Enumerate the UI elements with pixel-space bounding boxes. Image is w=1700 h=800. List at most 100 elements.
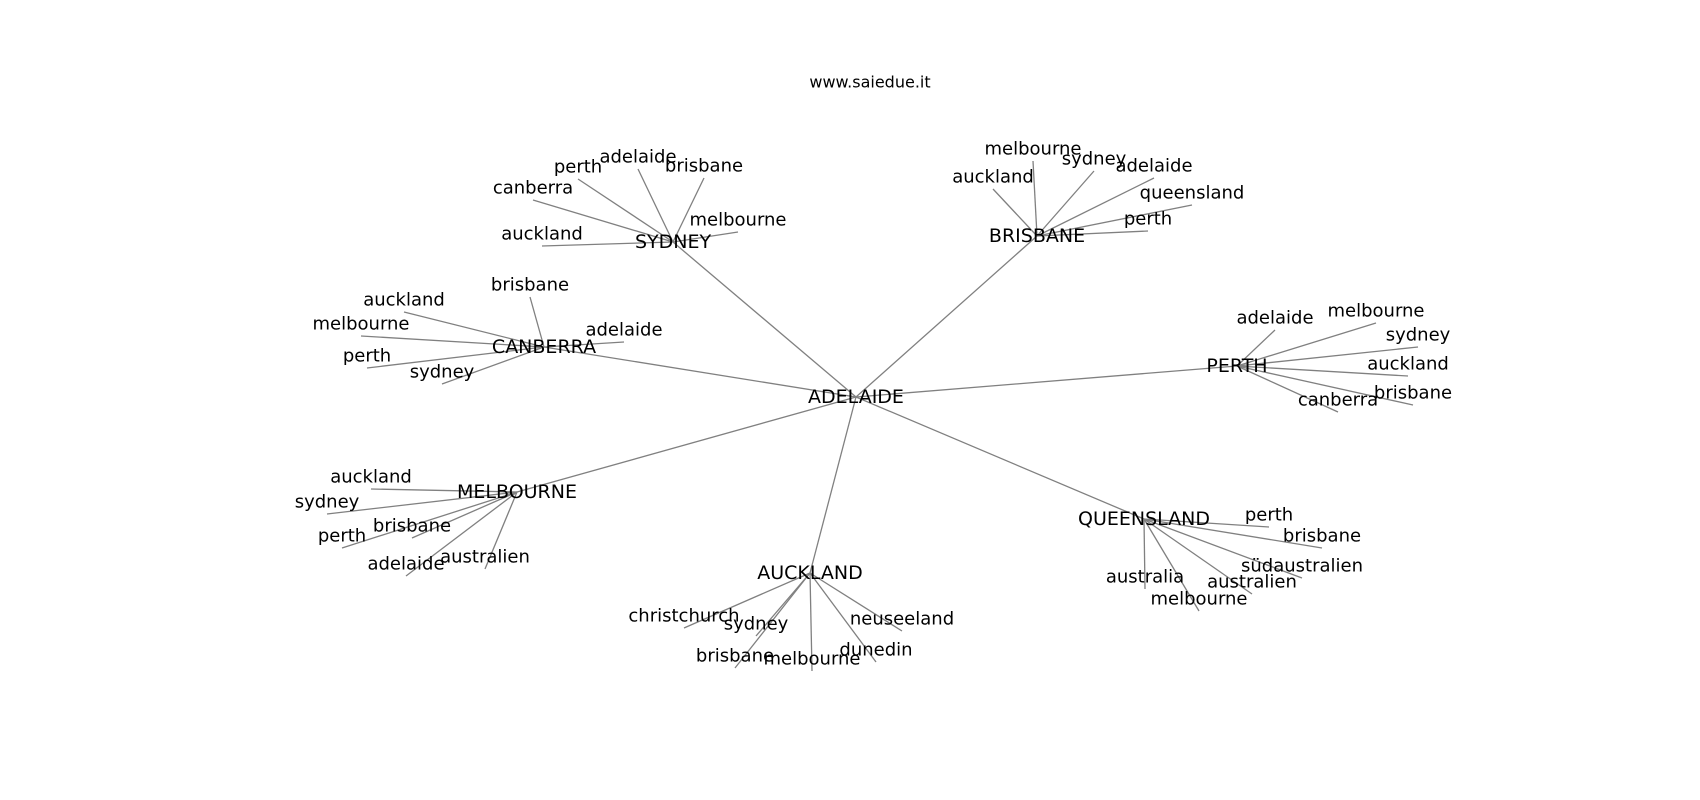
edge-perth-3 bbox=[1236, 365, 1409, 377]
edge-auckland-0 bbox=[683, 572, 811, 629]
edge-sydney-1 bbox=[532, 199, 674, 243]
edge-root-canberra bbox=[543, 346, 857, 398]
leaf-label-sydney-2: perth bbox=[554, 157, 602, 178]
edge-perth-0 bbox=[1236, 329, 1276, 367]
edge-queensland-2 bbox=[1143, 518, 1303, 579]
leaf-label-canberra-5: adelaide bbox=[585, 320, 662, 341]
leaf-label-melbourne-5: australien bbox=[440, 547, 530, 568]
edge-melbourne-0 bbox=[370, 488, 518, 493]
edge-auckland-3 bbox=[809, 572, 813, 672]
leaf-label-melbourne-0: auckland bbox=[330, 467, 412, 488]
leaf-label-sydney-1: canberra bbox=[493, 178, 573, 199]
edge-queensland-3 bbox=[1143, 518, 1253, 595]
leaf-label-brisbane-1: melbourne bbox=[984, 139, 1081, 160]
leaf-label-sydney-4: brisbane bbox=[665, 156, 743, 177]
edge-melbourne-4 bbox=[405, 491, 518, 577]
edge-queensland-0 bbox=[1143, 518, 1270, 528]
edge-sydney-2 bbox=[577, 178, 674, 243]
leaf-label-canberra-3: sydney bbox=[410, 362, 475, 383]
edge-root-auckland bbox=[809, 396, 857, 574]
leaf-label-brisbane-5: perth bbox=[1124, 209, 1172, 230]
edge-brisbane-3 bbox=[1036, 177, 1155, 237]
edge-canberra-3 bbox=[441, 346, 545, 385]
leaf-label-auckland-2: brisbane bbox=[696, 646, 774, 667]
edge-sydney-0 bbox=[541, 241, 674, 247]
edge-canberra-4 bbox=[529, 296, 545, 348]
leaf-label-auckland-4: dunedin bbox=[839, 640, 912, 661]
hub-label-canberra: CANBERRA bbox=[492, 336, 596, 358]
leaf-label-sydney-3: adelaide bbox=[599, 147, 676, 168]
edge-root-brisbane bbox=[855, 235, 1038, 398]
leaf-label-sydney-0: auckland bbox=[501, 224, 583, 245]
edge-perth-2 bbox=[1236, 346, 1419, 367]
edge-perth-1 bbox=[1236, 322, 1377, 367]
node-labels: aucklandcanberraperthadelaidebrisbanemel… bbox=[295, 139, 1452, 670]
leaf-label-melbourne-4: adelaide bbox=[367, 554, 444, 575]
leaf-label-perth-0: adelaide bbox=[1236, 308, 1313, 329]
leaf-label-auckland-5: neuseeland bbox=[850, 609, 954, 630]
leaf-label-perth-2: sydney bbox=[1386, 325, 1451, 346]
edge-canberra-0 bbox=[403, 311, 545, 348]
edge-brisbane-4 bbox=[1036, 204, 1193, 237]
edge-brisbane-5 bbox=[1036, 230, 1149, 237]
edge-canberra-5 bbox=[543, 341, 625, 348]
hub-label-brisbane: BRISBANE bbox=[989, 225, 1085, 247]
edge-melbourne-5 bbox=[484, 491, 518, 570]
leaf-label-queensland-2: südaustralien bbox=[1241, 556, 1363, 577]
leaf-label-melbourne-3: brisbane bbox=[373, 516, 451, 537]
leaf-label-auckland-1: sydney bbox=[724, 614, 789, 635]
leaf-label-brisbane-2: sydney bbox=[1062, 149, 1127, 170]
edge-canberra-2 bbox=[366, 346, 545, 369]
edge-root-melbourne bbox=[516, 396, 857, 493]
edge-auckland-2 bbox=[734, 572, 811, 669]
edge-queensland-5 bbox=[1143, 518, 1146, 590]
edge-root-perth bbox=[855, 365, 1238, 398]
leaf-label-perth-5: canberra bbox=[1298, 390, 1378, 411]
root-label: ADELAIDE bbox=[808, 386, 904, 408]
leaf-label-canberra-4: brisbane bbox=[491, 275, 569, 296]
edge-queensland-1 bbox=[1143, 518, 1323, 549]
hub-label-sydney: SYDNEY bbox=[635, 231, 712, 253]
leaf-label-perth-1: melbourne bbox=[1327, 301, 1424, 322]
hub-label-auckland: AUCKLAND bbox=[757, 562, 863, 584]
leaf-label-queensland-0: perth bbox=[1245, 505, 1293, 526]
edge-melbourne-3 bbox=[411, 491, 518, 539]
edge-canberra-1 bbox=[360, 335, 545, 348]
edge-root-queensland bbox=[855, 396, 1145, 520]
edge-auckland-4 bbox=[809, 572, 877, 663]
leaf-label-brisbane-4: queensland bbox=[1140, 183, 1245, 204]
leaf-label-sydney-5: melbourne bbox=[689, 210, 786, 231]
edges bbox=[326, 160, 1419, 672]
leaf-label-perth-3: auckland bbox=[1367, 354, 1449, 375]
leaf-label-canberra-0: auckland bbox=[363, 290, 445, 311]
hub-label-melbourne: MELBOURNE bbox=[457, 481, 577, 503]
leaf-label-melbourne-1: sydney bbox=[295, 492, 360, 513]
site-title: www.saiedue.it bbox=[809, 73, 930, 92]
edge-melbourne-1 bbox=[326, 491, 518, 515]
edge-sydney-5 bbox=[672, 231, 739, 243]
leaf-label-canberra-2: perth bbox=[343, 346, 391, 367]
leaf-label-queensland-1: brisbane bbox=[1283, 526, 1361, 547]
edge-sydney-3 bbox=[637, 168, 674, 243]
leaf-label-brisbane-3: adelaide bbox=[1115, 156, 1192, 177]
leaf-label-melbourne-2: perth bbox=[318, 526, 366, 547]
edge-melbourne-2 bbox=[341, 491, 518, 549]
edge-brisbane-0 bbox=[992, 188, 1038, 237]
hub-label-perth: PERTH bbox=[1206, 355, 1267, 377]
hub-label-queensland: QUEENSLAND bbox=[1078, 508, 1210, 530]
edge-auckland-5 bbox=[809, 572, 903, 632]
leaf-label-queensland-3: australien bbox=[1207, 572, 1297, 593]
leaf-label-queensland-4: melbourne bbox=[1150, 589, 1247, 610]
edge-perth-5 bbox=[1236, 365, 1339, 413]
edge-brisbane-2 bbox=[1036, 170, 1095, 237]
leaf-label-queensland-5: australia bbox=[1106, 567, 1184, 588]
edge-root-sydney bbox=[672, 241, 857, 398]
edge-perth-4 bbox=[1236, 365, 1414, 406]
leaf-label-brisbane-0: auckland bbox=[952, 167, 1034, 188]
leaf-label-canberra-1: melbourne bbox=[312, 314, 409, 335]
edge-queensland-4 bbox=[1143, 518, 1200, 612]
leaf-label-auckland-3: melbourne bbox=[763, 649, 860, 670]
leaf-label-perth-4: brisbane bbox=[1374, 383, 1452, 404]
leaf-label-auckland-0: christchurch bbox=[628, 606, 739, 627]
